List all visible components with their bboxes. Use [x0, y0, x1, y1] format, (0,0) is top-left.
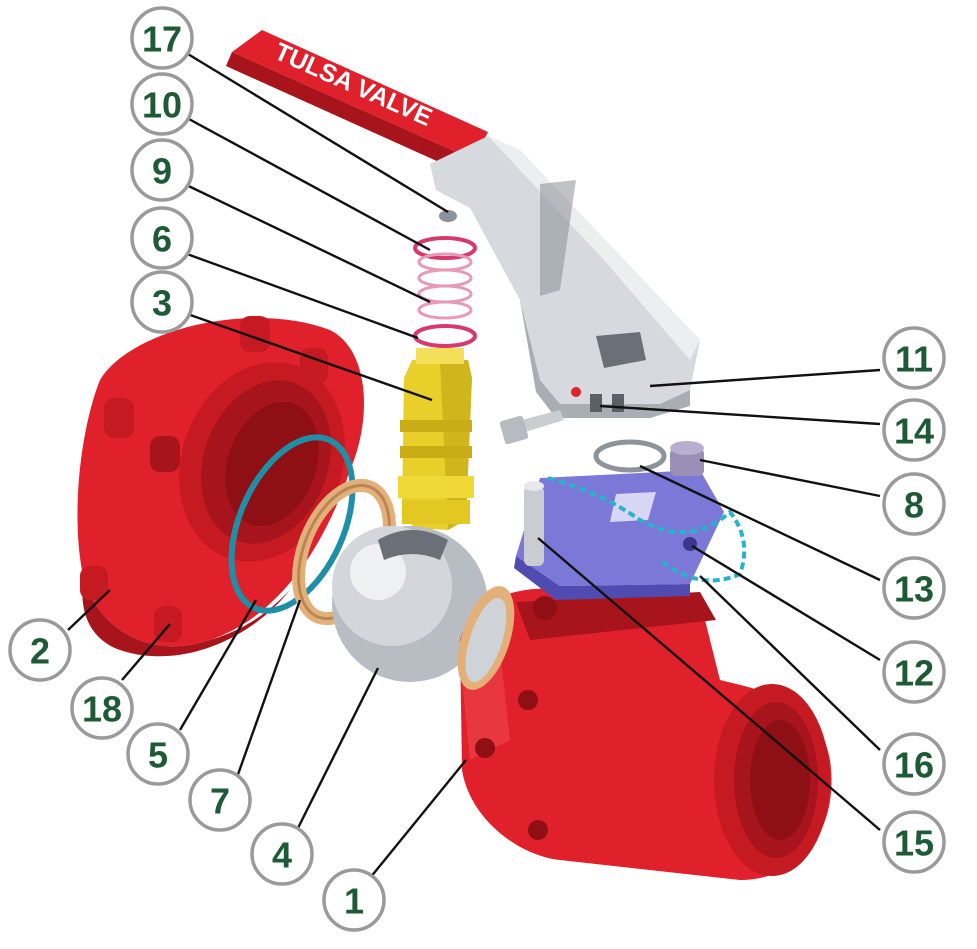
- svg-text:2: 2: [30, 631, 50, 672]
- callout-1: 1: [322, 868, 386, 932]
- svg-text:5: 5: [148, 735, 168, 776]
- callout-11: 11: [882, 326, 946, 390]
- callout-3: 3: [130, 270, 194, 334]
- washer: [593, 439, 667, 473]
- callout-12: 12: [882, 640, 946, 704]
- svg-text:1: 1: [344, 881, 364, 922]
- callout-8: 8: [882, 472, 946, 536]
- svg-text:4: 4: [272, 835, 292, 876]
- stop-plate: [514, 470, 747, 600]
- svg-text:3: 3: [152, 283, 172, 324]
- cap-nut: [670, 441, 704, 476]
- callout-5: 5: [126, 722, 190, 786]
- svg-text:12: 12: [894, 653, 934, 694]
- callout-7: 7: [188, 768, 252, 832]
- svg-text:16: 16: [894, 745, 934, 786]
- spring-stack: [413, 210, 477, 348]
- callout-4: 4: [250, 822, 314, 886]
- callout-15: 15: [882, 810, 946, 874]
- callout-17: 17: [130, 6, 194, 70]
- callout-9: 9: [130, 138, 194, 202]
- svg-text:11: 11: [895, 339, 933, 380]
- callout-10: 10: [130, 72, 194, 136]
- svg-text:8: 8: [904, 485, 924, 526]
- valve-body: [457, 586, 832, 880]
- seal-ring: [228, 434, 356, 614]
- callout-6: 6: [130, 206, 194, 270]
- svg-text:9: 9: [152, 151, 172, 192]
- end-cap-left: [77, 316, 364, 657]
- svg-text:13: 13: [894, 569, 934, 610]
- svg-text:10: 10: [142, 85, 182, 126]
- callouts: 17 10 9 6 3 11 14 8 13 12 16 15 2 18 5 7…: [8, 6, 946, 932]
- callout-2: 2: [8, 618, 72, 682]
- svg-text:6: 6: [152, 219, 172, 260]
- callout-13: 13: [882, 556, 946, 620]
- callout-18: 18: [70, 676, 134, 740]
- callout-16: 16: [882, 732, 946, 796]
- svg-text:15: 15: [894, 823, 934, 864]
- ball: [332, 526, 488, 682]
- svg-text:18: 18: [82, 689, 122, 730]
- callout-14: 14: [882, 398, 946, 462]
- svg-text:14: 14: [894, 411, 934, 452]
- valve-stem: [398, 348, 474, 530]
- svg-text:17: 17: [142, 19, 182, 60]
- svg-text:7: 7: [210, 781, 230, 822]
- leader-lines: [67, 46, 881, 879]
